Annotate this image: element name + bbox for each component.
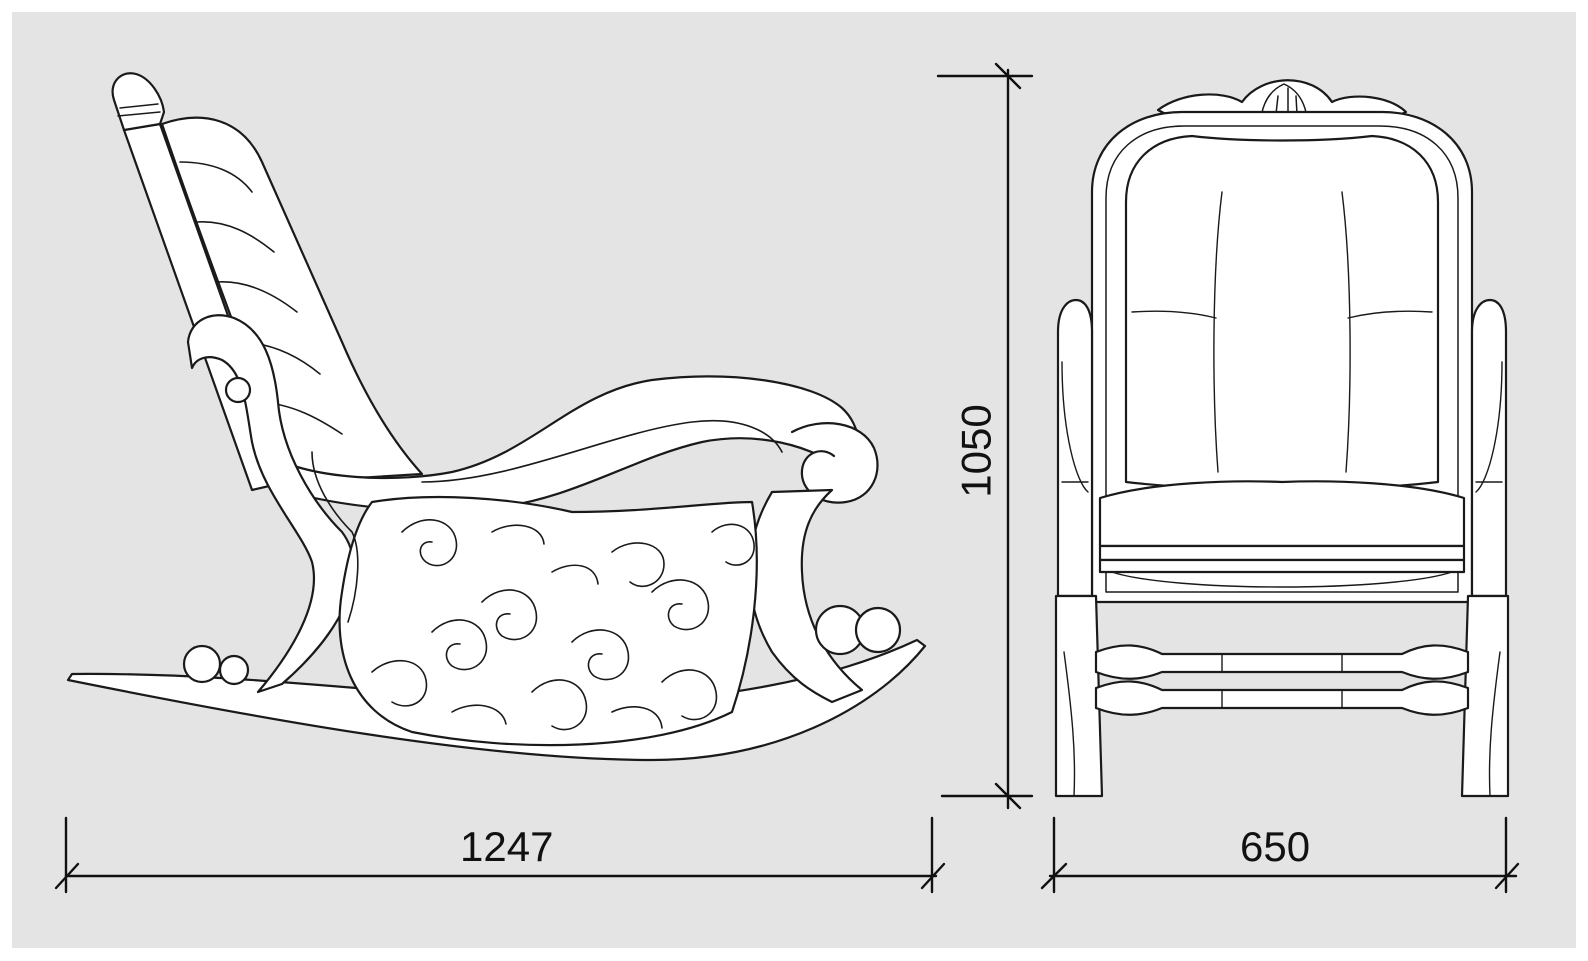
- front-stretcher: [1094, 644, 1470, 680]
- side-view-chair: [66, 72, 927, 762]
- height-label: 1050: [952, 404, 1000, 498]
- drawing-svg: [54, 62, 1520, 894]
- rear-scroll-leg: [186, 314, 355, 694]
- front-left-leg: [1054, 594, 1104, 798]
- front-back-cushion: [1124, 134, 1440, 491]
- side-width-label: 1247: [460, 823, 554, 870]
- dimension-lines: [54, 62, 1520, 894]
- back-cushion: [160, 116, 424, 484]
- front-seat-cushion: [1098, 480, 1466, 548]
- front-right-leg: [1460, 594, 1510, 798]
- front-width-label: 650: [1240, 823, 1311, 870]
- back-finial: [111, 72, 166, 132]
- front-view-chair: [1054, 79, 1510, 798]
- front-left-arm: [1056, 298, 1094, 598]
- acanthus-carving: [371, 519, 755, 731]
- drawing-canvas: 1247 650 1050: [12, 12, 1576, 948]
- carved-panel: [338, 495, 758, 747]
- front-right-arm: [1470, 298, 1508, 598]
- arm-scroll: [790, 422, 879, 504]
